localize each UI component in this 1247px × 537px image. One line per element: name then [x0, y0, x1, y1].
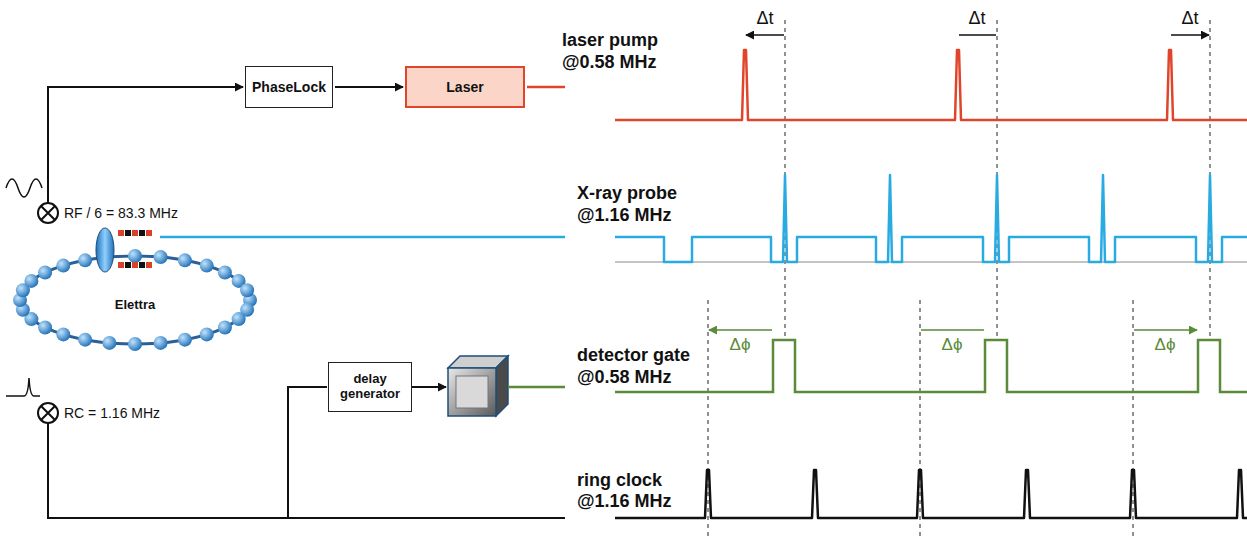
delay-generator-box: delay generator	[328, 362, 412, 412]
magnet-ball	[200, 327, 214, 341]
detector-gate-trace	[615, 340, 1247, 392]
magnet-ball	[240, 283, 254, 297]
gate-wire	[402, 386, 446, 388]
laser-box: Laser	[405, 66, 525, 108]
undulator-magnet	[139, 230, 145, 236]
magnet-ball	[200, 259, 214, 273]
magnet-ball	[13, 293, 27, 307]
delay-label: Δt	[968, 8, 985, 29]
signal-name: ring clock	[575, 470, 664, 491]
node-text: Laser	[446, 79, 483, 95]
magnet-ball	[232, 312, 246, 326]
node-text: delay generator	[329, 372, 411, 402]
undulator-magnet	[132, 230, 138, 236]
mixer-symbol	[38, 203, 58, 223]
delay-label: Δt	[1181, 8, 1198, 29]
electron-bunch	[96, 228, 114, 272]
ring-clock-trace	[615, 470, 1247, 518]
pulse-icon	[6, 378, 40, 396]
magnet-ball	[78, 333, 92, 347]
signal-rate: @1.16 MHz	[575, 205, 674, 226]
detector-side	[496, 356, 508, 416]
mixer-cross	[41, 406, 55, 420]
undulator-magnet	[118, 262, 124, 268]
delay-arrow	[746, 34, 1209, 36]
phase-lock-box: PhaseLock	[245, 66, 333, 108]
node-text: PhaseLock	[252, 79, 326, 95]
magnet-ball	[24, 274, 38, 288]
signal-rate: @0.58 MHz	[575, 367, 674, 388]
detector-front	[448, 368, 496, 416]
magnet-ball	[56, 327, 70, 341]
frequency-label: RF / 6 = 83.3 MHz	[64, 205, 178, 222]
detector-output-line	[508, 386, 565, 389]
magnet-ball	[154, 250, 168, 264]
undulator-magnet	[125, 262, 131, 268]
mixer-symbol	[38, 403, 58, 423]
signal-rate: @0.58 MHz	[560, 52, 659, 73]
magnet-ball	[240, 303, 254, 317]
signal-name: X-ray probe	[575, 183, 679, 204]
signal-name: laser pump	[560, 30, 660, 51]
magnet-ball	[128, 249, 142, 263]
trigger-wire	[288, 387, 327, 518]
magnet-ball	[16, 303, 30, 317]
signal-name: detector gate	[575, 345, 692, 366]
ring-clock-wire	[48, 423, 565, 518]
magnet-ball	[218, 266, 232, 280]
magnet-ball	[243, 293, 257, 307]
x-ray-baseline	[615, 262, 1247, 263]
signal-arrow	[335, 86, 403, 88]
ring-outline	[15, 252, 255, 348]
node-text: Elettra	[115, 298, 155, 313]
magnet-ball	[38, 266, 52, 280]
magnet-ball	[38, 320, 52, 334]
clock-timing-line	[708, 300, 1133, 537]
mixer-cross	[41, 206, 55, 220]
phase-arrow	[709, 329, 1197, 331]
magnet-ball	[178, 333, 192, 347]
signal-rate: @1.16 MHz	[575, 491, 674, 512]
sine-wave-icon	[6, 179, 42, 197]
delay-label: Δt	[756, 8, 773, 29]
detector-window	[456, 376, 488, 408]
undulator-magnet	[132, 262, 138, 268]
undulator-magnet	[118, 230, 124, 236]
magnet-ball	[218, 320, 232, 334]
ring-track	[20, 256, 250, 344]
phase-label: Δϕ	[730, 334, 751, 355]
undulator-magnet	[139, 262, 145, 268]
storage-ring: Elettra	[15, 252, 255, 348]
x-ray-beamline	[160, 236, 565, 239]
rf-wire	[48, 87, 243, 203]
laser-output-line	[527, 86, 565, 89]
magnet-ball	[24, 312, 38, 326]
laser-pump-trace	[615, 50, 1247, 120]
magnet-ball	[102, 336, 116, 350]
magnet-ball	[154, 336, 168, 350]
magnet-ball	[232, 274, 246, 288]
magnet-ball	[56, 259, 70, 273]
undulator-magnet	[146, 230, 152, 236]
magnet-ball	[178, 253, 192, 267]
phase-label: Δϕ	[1155, 334, 1176, 355]
magnet-ball	[128, 337, 142, 351]
magnet-ball	[78, 253, 92, 267]
undulator-magnet	[125, 230, 131, 236]
x-ray-probe-trace	[615, 175, 1247, 262]
undulator-magnet	[146, 262, 152, 268]
phase-label: Δϕ	[942, 334, 963, 355]
magnet-ball	[16, 283, 30, 297]
frequency-label: RC = 1.16 MHz	[64, 405, 160, 422]
